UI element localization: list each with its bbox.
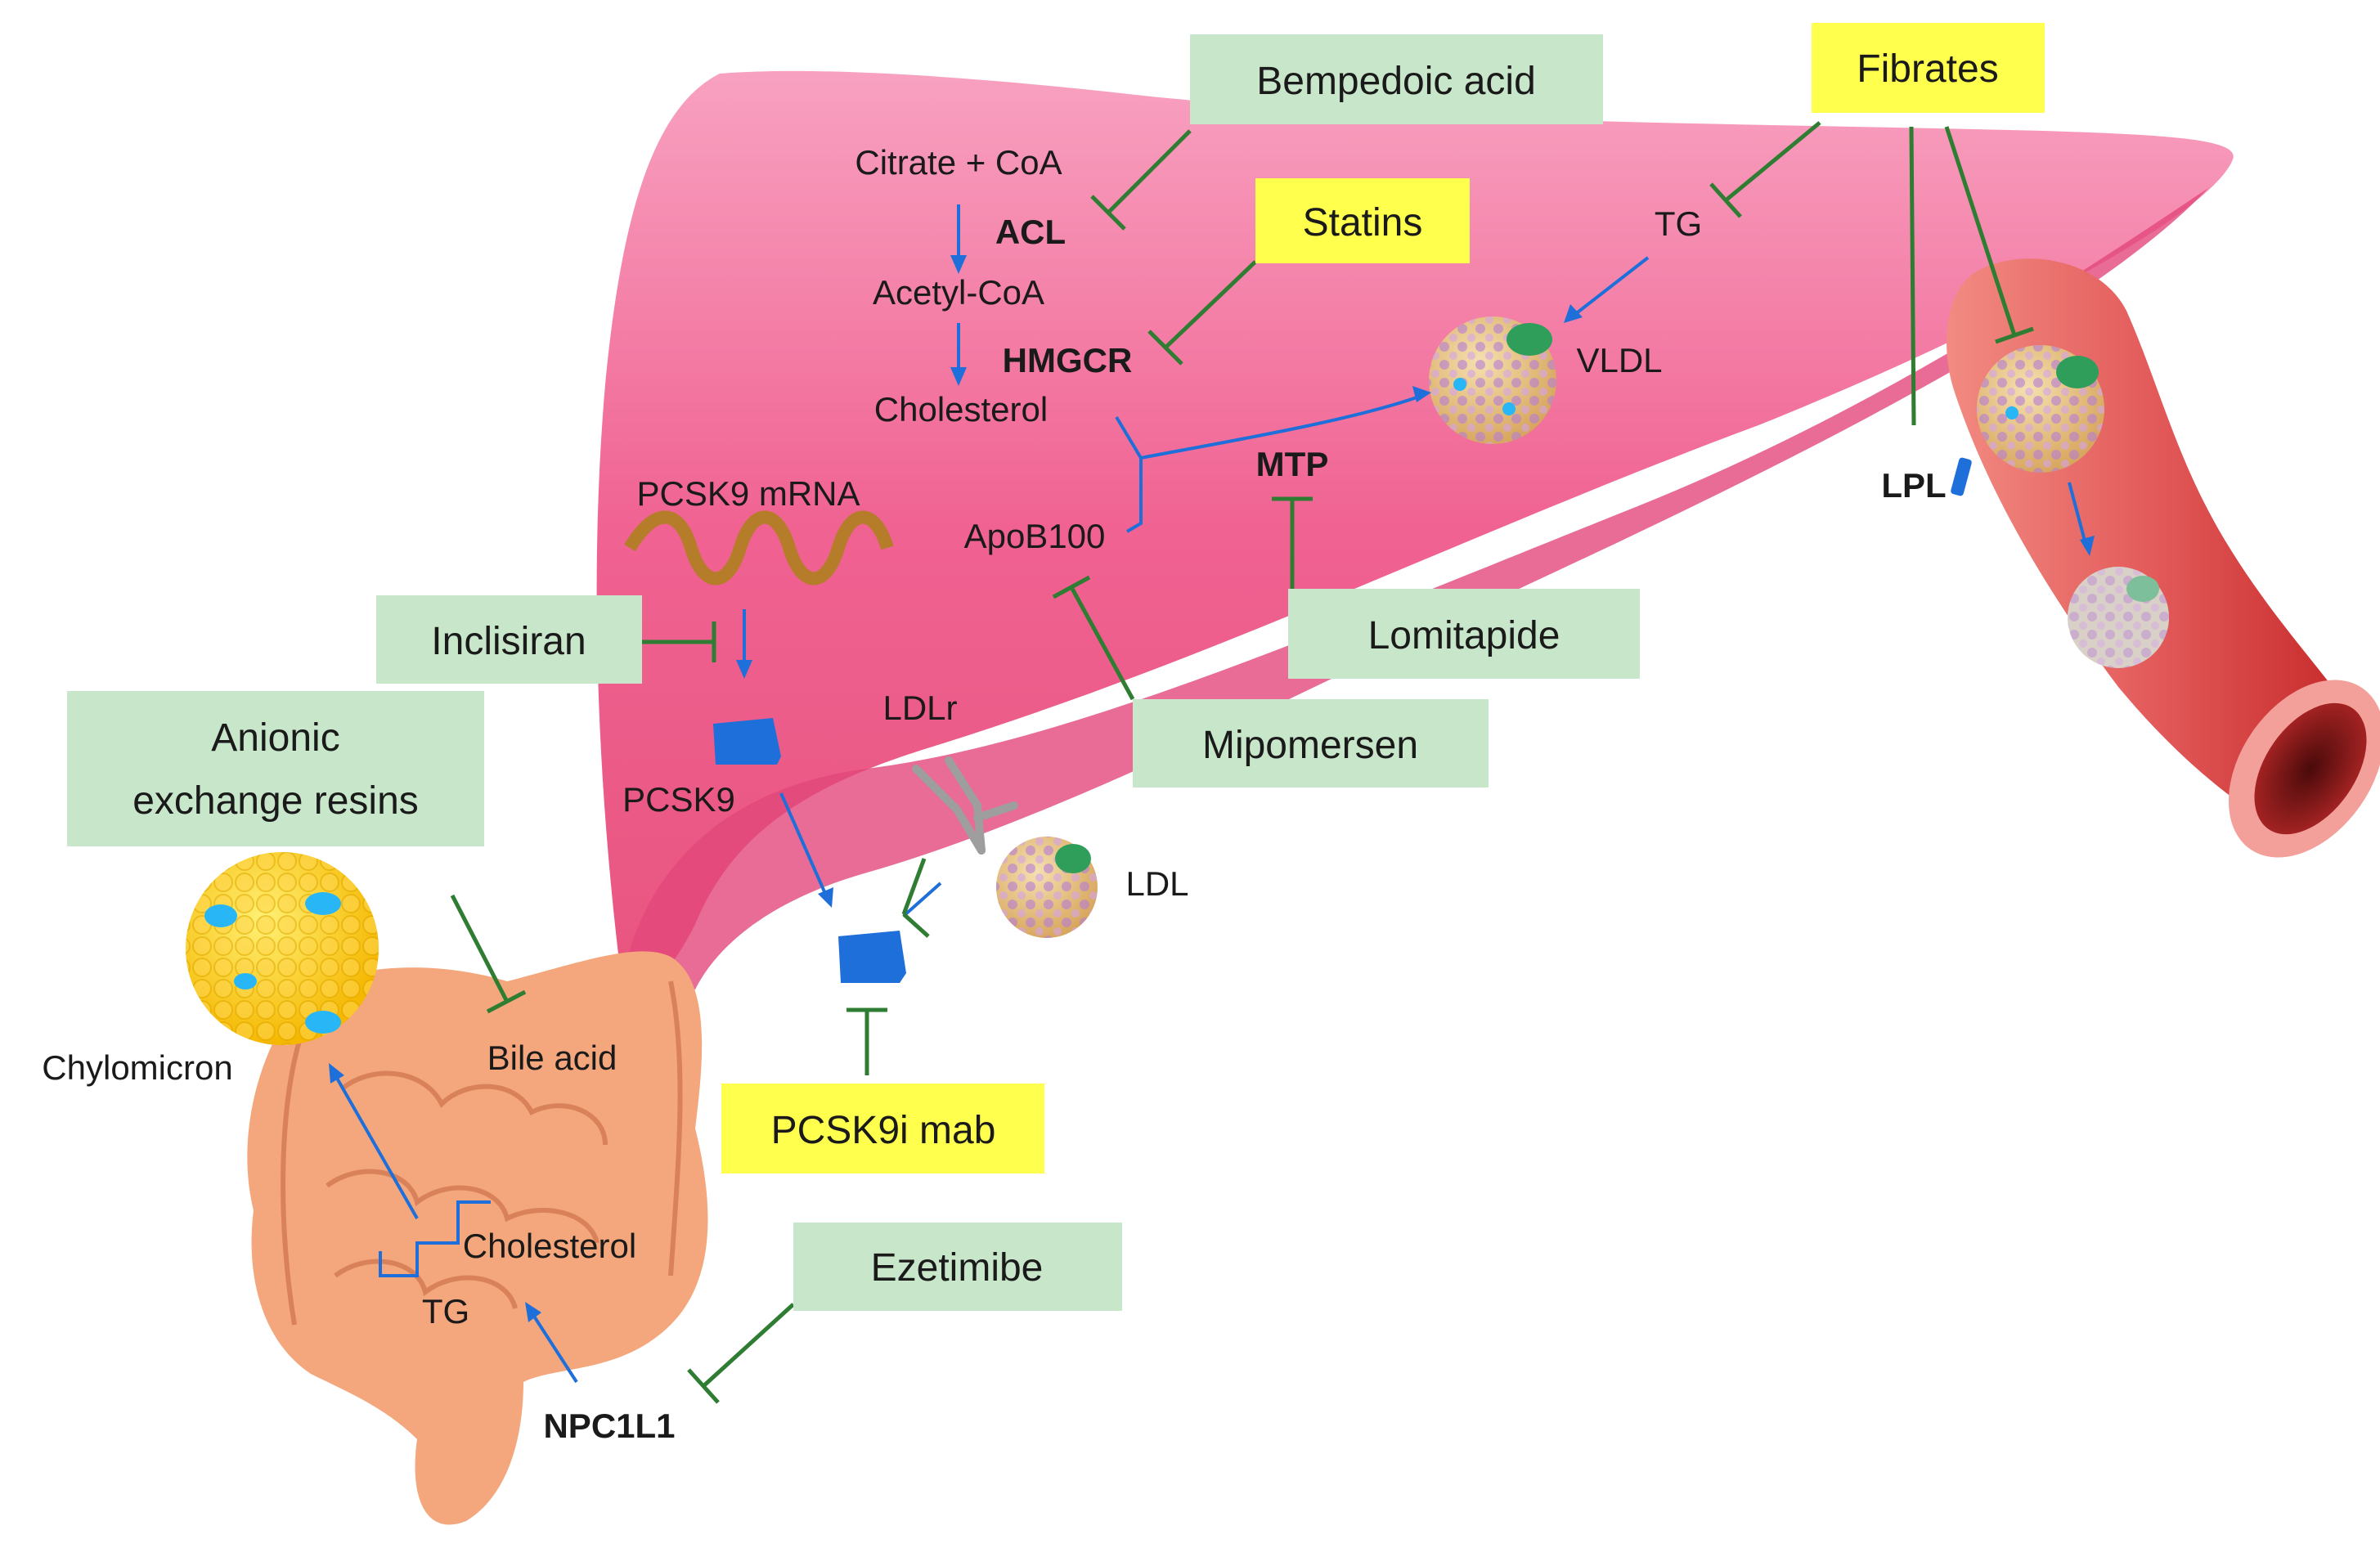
vldl-in-vessel	[1977, 345, 2104, 473]
citrate-coa-label: Citrate + CoA	[855, 143, 1062, 182]
anionic-label-line1: Anionic	[211, 716, 339, 760]
drug-box-statins: Statins	[1255, 178, 1470, 263]
lpl-label: LPL	[1881, 466, 1946, 505]
apob100-label: ApoB100	[964, 517, 1106, 555]
vldl-label: VLDL	[1576, 341, 1662, 379]
drug-box-mipomersen: Mipomersen	[1133, 699, 1489, 787]
pcsk9-mrna-label: PCSK9 mRNA	[636, 474, 860, 513]
drug-box-inclisiran: Inclisiran	[376, 595, 642, 684]
chylomicron-label: Chylomicron	[42, 1048, 232, 1087]
mtp-label: MTP	[1256, 445, 1329, 483]
fibrates-label: Fibrates	[1857, 47, 1998, 91]
lomitapide-label: Lomitapide	[1368, 614, 1560, 657]
drug-box-pcsk9i-mab: PCSK9i mab	[721, 1084, 1044, 1173]
ldl-label: LDL	[1125, 864, 1188, 903]
anionic-label-line2: exchange resins	[132, 779, 419, 823]
pcsk9-mrna-icon	[624, 510, 894, 586]
acetyl-coa-label: Acetyl-CoA	[873, 273, 1044, 312]
drug-box-ezetimibe: Ezetimibe	[793, 1223, 1122, 1311]
drug-box-fibrates: Fibrates	[1812, 23, 2045, 113]
pcsk9-label: PCSK9	[622, 780, 735, 819]
acl-label: ACL	[995, 213, 1066, 251]
intestine	[247, 951, 708, 1525]
cholesterol-liver-label: Cholesterol	[874, 390, 1048, 429]
blue-arrows	[334, 204, 2087, 1384]
vldl-particle	[1429, 316, 1556, 444]
tg-gut-label: TG	[422, 1292, 469, 1330]
blue-arrowheads	[329, 255, 2095, 1322]
ldl-receptor-icon	[912, 756, 1018, 855]
remnant-particle	[2068, 567, 2169, 668]
lpl-marker	[1951, 457, 1972, 496]
bempedoic-acid-label: Bempedoic acid	[1256, 60, 1536, 103]
liver-lower-fold	[622, 188, 2208, 989]
vessel-lumen	[2254, 702, 2367, 835]
pcsk9-protein-icon	[713, 718, 781, 765]
bile-acid-label: Bile acid	[487, 1039, 617, 1077]
chylomicron-particle	[186, 852, 379, 1045]
drug-box-lomitapide: Lomitapide	[1288, 589, 1640, 679]
mipomersen-label: Mipomersen	[1202, 724, 1418, 767]
tg-liver-label: TG	[1655, 204, 1702, 243]
inhibition-lines	[450, 121, 2034, 1404]
liver-shape	[596, 70, 2234, 987]
drug-box-anionic-exchange-resins: Anionic exchange resins	[67, 691, 484, 846]
ezetimibe-label: Ezetimibe	[871, 1246, 1044, 1290]
pcsk9-bound-icon	[838, 931, 906, 983]
inclisiran-label: Inclisiran	[431, 620, 586, 663]
npc1l1-label: NPC1L1	[543, 1407, 675, 1445]
drug-box-bempedoic-acid: Bempedoic acid	[1190, 34, 1603, 124]
ldl-particle	[996, 837, 1098, 938]
ldlr-label: LDLr	[882, 689, 957, 727]
hmgcr-label: HMGCR	[1003, 341, 1133, 379]
pcsk9i-mab-label: PCSK9i mab	[771, 1109, 996, 1152]
statins-label: Statins	[1303, 201, 1423, 245]
cholesterol-gut-label: Cholesterol	[463, 1227, 636, 1265]
